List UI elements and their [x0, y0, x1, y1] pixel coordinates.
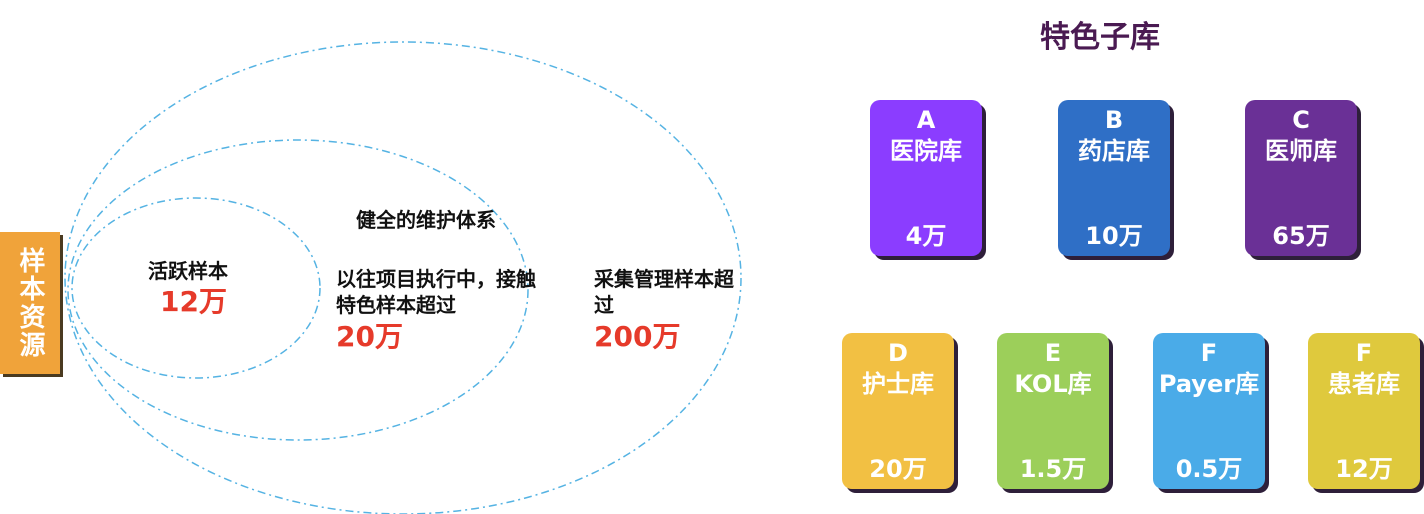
inner-ring-label: 活跃样本: [148, 259, 228, 283]
middle-ring: [67, 139, 529, 441]
library-letter: C: [1292, 106, 1310, 134]
library-name: 医院库: [890, 137, 962, 165]
library-card: D 护士库 20万: [842, 333, 954, 489]
library-letter: F: [1355, 339, 1373, 367]
outer-ring-value: 200万: [594, 320, 681, 353]
inner-ring: [71, 197, 321, 379]
library-name: 护士库: [862, 370, 934, 398]
library-name: KOL库: [1014, 370, 1092, 398]
library-card: C 医师库 65万: [1245, 100, 1357, 256]
library-name: 药店库: [1078, 137, 1150, 165]
library-letter: B: [1104, 106, 1124, 134]
library-letter: D: [888, 339, 908, 367]
library-card: B 药店库 10万: [1058, 100, 1170, 256]
library-count: 0.5万: [1175, 455, 1243, 483]
outer-ring-label: 采集管理样本超过: [594, 267, 734, 317]
library-count: 1.5万: [1019, 455, 1087, 483]
library-card: E KOL库 1.5万: [997, 333, 1109, 489]
section-title: 特色子库: [1040, 20, 1160, 55]
inner-ring-value: 12万: [160, 285, 227, 318]
library-count: 20万: [869, 455, 927, 483]
library-name: Payer库: [1158, 370, 1260, 398]
library-card: A 医院库 4万: [870, 100, 982, 256]
library-count: 10万: [1085, 222, 1143, 250]
library-letter: E: [1044, 339, 1062, 367]
middle-ring-label: 以往项目执行中，接触特色样本超过: [336, 267, 536, 317]
middle-ring-heading: 健全的维护体系: [356, 208, 496, 232]
library-count: 12万: [1335, 455, 1393, 483]
library-count: 4万: [905, 222, 947, 250]
middle-ring-value: 20万: [336, 320, 403, 353]
sample-resources-label: 样本资源: [15, 247, 45, 359]
library-count: 65万: [1272, 222, 1330, 250]
library-letter: A: [916, 106, 936, 134]
library-card: F Payer库 0.5万: [1153, 333, 1265, 489]
library-letter: F: [1200, 339, 1218, 367]
library-card: F 患者库 12万: [1308, 333, 1420, 489]
library-name: 患者库: [1328, 370, 1400, 398]
outer-ring: [64, 41, 742, 514]
sample-resources-tab: 样本资源: [0, 232, 60, 374]
library-name: 医师库: [1265, 137, 1337, 165]
